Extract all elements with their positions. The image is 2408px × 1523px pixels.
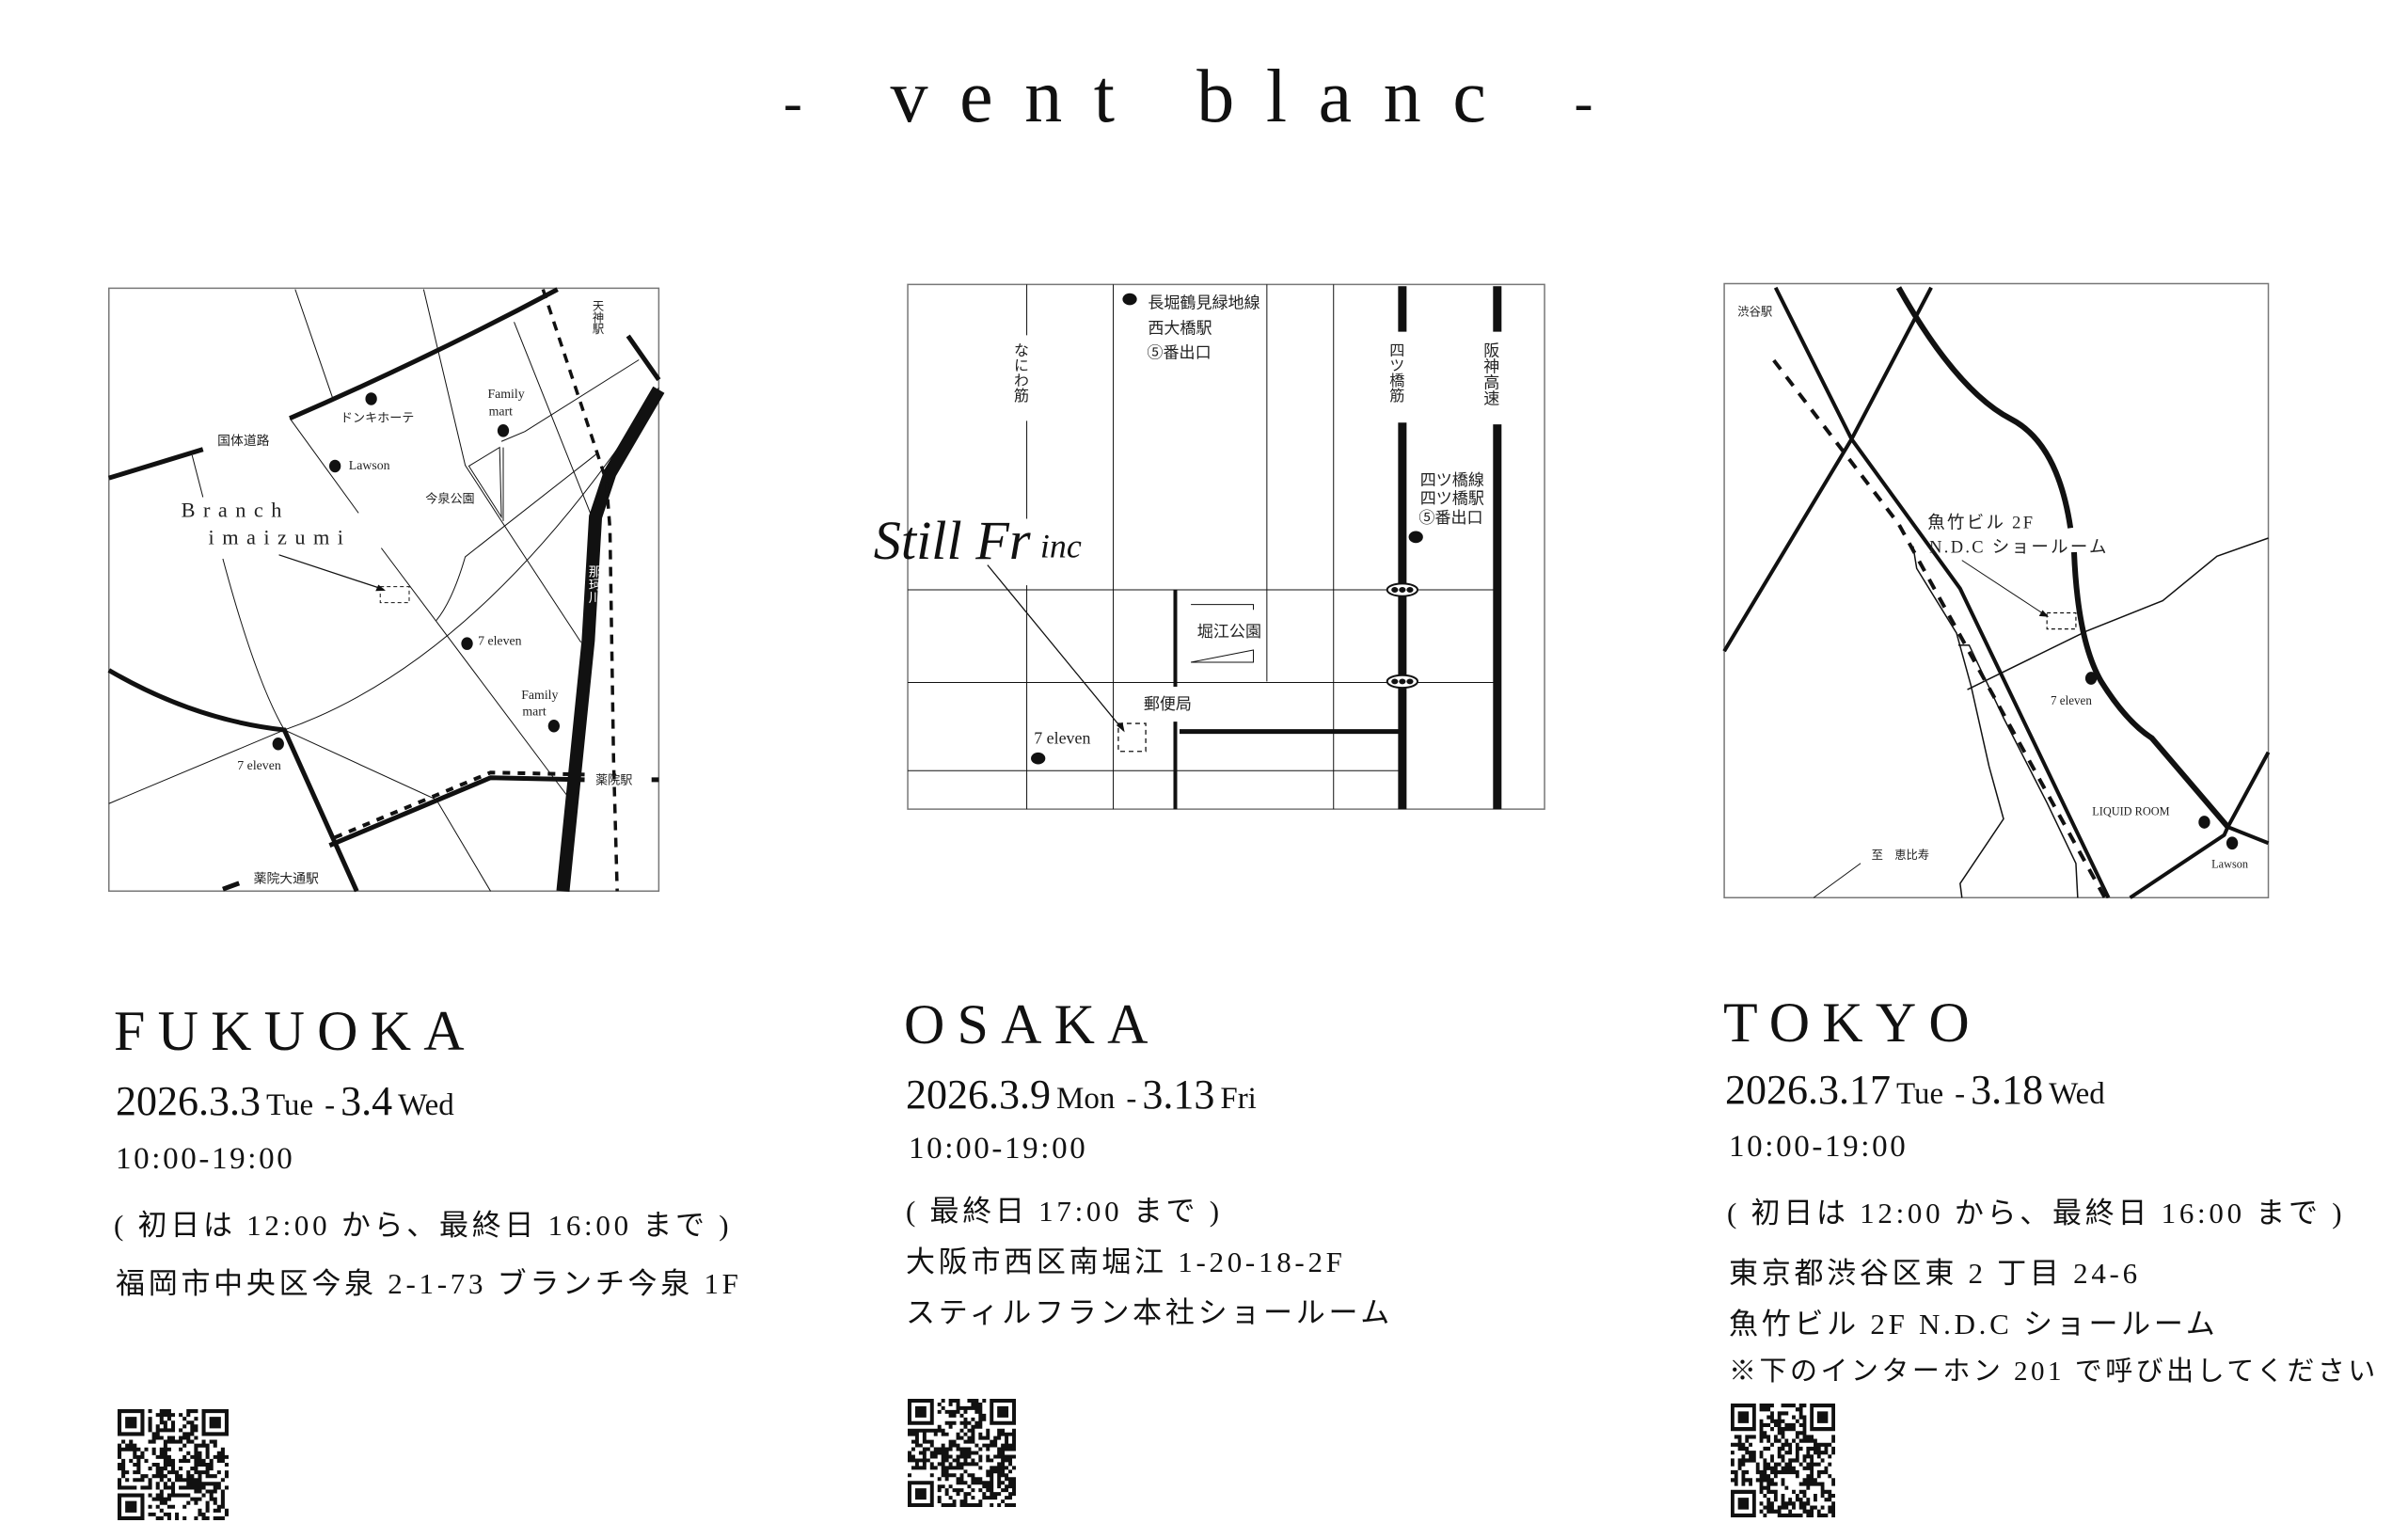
map-label-lawson: Lawson (2211, 857, 2248, 870)
map-label-company-inc: inc (1040, 528, 1082, 565)
map-label-road: 国体道路 (217, 434, 270, 448)
page-title: -vent blanc- (0, 55, 2408, 140)
map-label-shibuya: 渋谷駅 (1737, 305, 1772, 318)
osaka-note: ( 最終日 17:00 まで ) (906, 1195, 1223, 1228)
map-label-exit2: ⑤番出口 (1418, 509, 1482, 527)
title-dash-left: - (783, 71, 834, 134)
date-start: 2026.3.3 (116, 1078, 261, 1124)
osaka-qr-code[interactable] (908, 1399, 1016, 1507)
osaka-city-title: OSAKA (904, 993, 1161, 1055)
tokyo-city-title: TOKYO (1723, 992, 1982, 1054)
osaka-hours: 10:00-19:00 (909, 1132, 1088, 1166)
map-label-park: 堀江公園 (1197, 623, 1261, 641)
fukuoka-note: ( 初日は 12:00 から、最終日 16:00 まで ) (114, 1209, 733, 1242)
date-start-day: Tue (266, 1088, 314, 1122)
date-sep: - (1126, 1082, 1137, 1116)
fukuoka-address: 福岡市中央区今泉 2-1-73 ブランチ今泉 1F (116, 1267, 742, 1300)
tokyo-building: 魚竹ビル 2F N.D.C ショールーム (1729, 1308, 2219, 1341)
map-label-exit1: ⑤番出口 (1147, 344, 1211, 362)
map-label-ebisu: 至 恵比寿 (1872, 849, 1930, 862)
tokyo-qr-code[interactable] (1731, 1404, 1835, 1517)
tokyo-intercom-note: ※下のインターホン 201 で呼び出してください (1729, 1356, 2379, 1387)
map-label-hanshin: 阪神高速 (1481, 342, 1499, 406)
osaka-address: 大阪市西区南堀江 1-20-18-2F (906, 1245, 1346, 1278)
fukuoka-qr-code[interactable] (118, 1408, 229, 1521)
map-label-donki: ドンキホーテ (341, 410, 414, 424)
map-label-family2: Family (521, 688, 558, 702)
title-text: vent blanc (890, 56, 1518, 138)
date-start: 2026.3.9 (906, 1071, 1051, 1118)
map-label-yotsuhashi-st: 四ツ橋筋 (1386, 342, 1404, 404)
map-label-imaizumi: imaizumi (209, 525, 352, 548)
map-label-7eleven: 7 eleven (1034, 729, 1090, 748)
map-label-family1: Family (487, 387, 524, 401)
map-label-river: 那珂川 (587, 564, 602, 604)
title-dash-right: - (1574, 71, 1625, 134)
map-label-yakuin: 薬院駅 (595, 772, 632, 786)
traffic-light-icon (1387, 675, 1418, 688)
map-label-7eleven: 7 eleven (478, 633, 522, 647)
map-label-family2-b: mart (522, 705, 547, 719)
tokyo-map: 渋谷駅 魚竹ビル 2F N.D.C ショールーム 7 eleven LIQUID… (1721, 278, 2286, 908)
fukuoka-map: 国体道路 ドンキホーテ Lawson Family mart 今泉公園 Bran… (103, 282, 668, 903)
map-label-station2: 四ツ橋駅 (1420, 490, 1484, 508)
map-label-line1: 長堀鶴見緑地線 (1148, 294, 1259, 312)
map-label-lawson: Lawson (349, 458, 390, 472)
date-start-day: Mon (1056, 1082, 1116, 1116)
map-label-bldg-b: N.D.C ショールーム (1929, 538, 2109, 557)
map-label-park: 今泉公園 (425, 490, 474, 505)
date-start-day: Tue (1896, 1077, 1944, 1111)
tokyo-address: 東京都渋谷区東 2 丁目 24-6 (1729, 1257, 2141, 1290)
map-label-post: 郵便局 (1144, 695, 1192, 713)
map-label-company: Still Fr (874, 510, 1031, 571)
date-sep: - (1955, 1077, 1966, 1111)
traffic-light-icon (1387, 583, 1418, 595)
date-end: 3.4 (341, 1078, 393, 1124)
map-label-7eleven-2: 7 eleven (237, 758, 281, 772)
date-sep: - (325, 1088, 336, 1122)
map-label-family1-b: mart (489, 405, 514, 419)
osaka-showroom: スティルフラン本社ショールーム (906, 1296, 1394, 1329)
map-label-station1: 西大橋駅 (1148, 320, 1212, 338)
date-end-day: Fri (1220, 1082, 1257, 1116)
date-start: 2026.3.17 (1725, 1067, 1891, 1113)
date-end: 3.13 (1142, 1071, 1215, 1118)
osaka-map: 長堀鶴見緑地線 西大橋駅 ⑤番出口 なにわ筋 四ツ橋筋 阪神高速 四ツ橋線 四ツ… (874, 278, 1561, 823)
map-label-yakuin-odori: 薬院大通駅 (254, 871, 319, 885)
map-label-liquid: LIQUID ROOM (2092, 805, 2169, 818)
map-label-line2: 四ツ橋線 (1420, 471, 1484, 489)
date-end-day: Wed (2049, 1077, 2105, 1111)
map-label-bldg: 魚竹ビル 2F (1927, 513, 2035, 532)
date-end: 3.18 (1971, 1067, 2044, 1113)
fukuoka-city-title: FUKUOKA (114, 1000, 477, 1062)
map-label-branch: Branch (182, 499, 290, 522)
tokyo-note: ( 初日は 12:00 から、最終日 16:00 まで ) (1727, 1197, 2346, 1230)
map-label-tenjin: 天神駅 (591, 300, 604, 335)
map-label-7eleven: 7 eleven (2051, 693, 2092, 707)
fukuoka-hours: 10:00-19:00 (116, 1142, 295, 1176)
tokyo-hours: 10:00-19:00 (1729, 1130, 1909, 1164)
map-label-naniwa: なにわ筋 (1011, 342, 1029, 404)
date-end-day: Wed (398, 1088, 454, 1122)
